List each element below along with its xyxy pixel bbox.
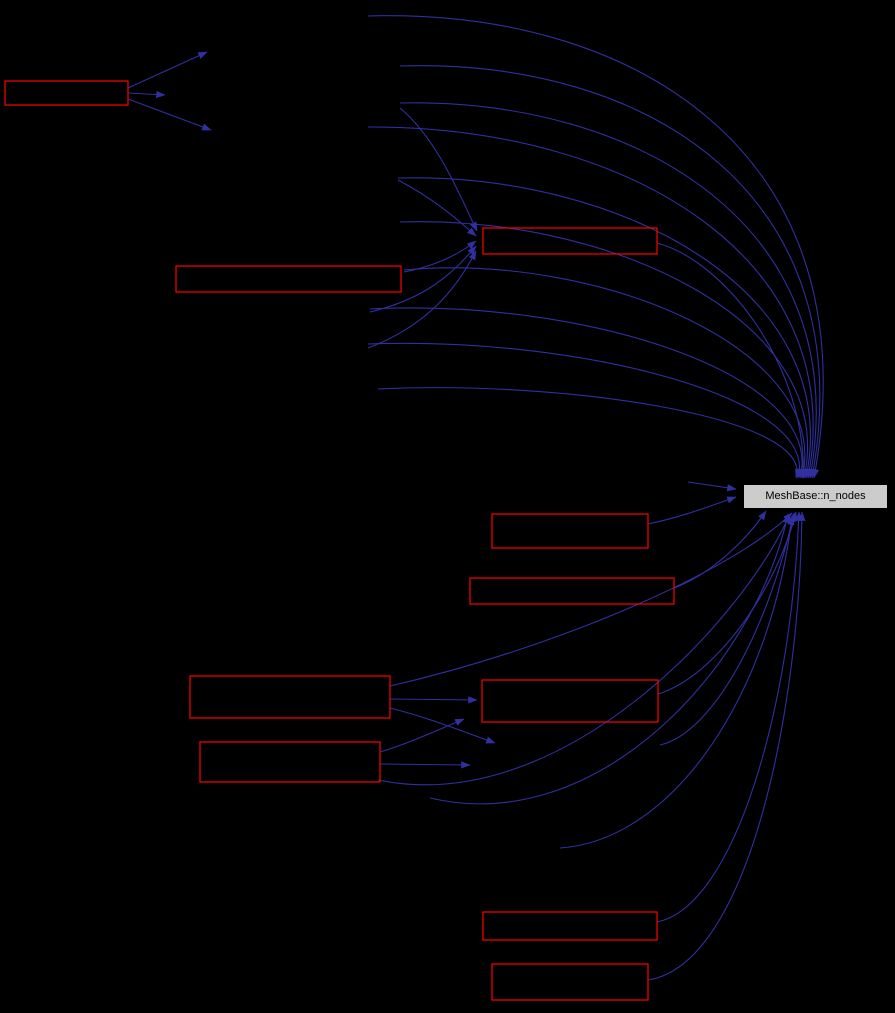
call-edge [403,267,808,479]
call-edge [673,510,767,589]
call-edge [127,90,166,99]
call-edge [399,107,478,232]
node-lower-mid[interactable] [481,679,659,723]
node-center-1[interactable] [491,513,649,549]
call-edge [377,387,803,479]
call-edge [429,513,790,805]
node-bottom-2[interactable] [491,963,649,1001]
node-bottom-1[interactable] [482,911,658,941]
call-edge [659,512,796,746]
focus-node-label: MeshBase::n_nodes [765,490,866,502]
call-edge [399,65,821,479]
call-edge [369,245,477,313]
call-edge [647,496,737,525]
edges-layer [127,15,824,981]
call-edge [397,177,812,479]
call-edge [389,696,478,704]
call-edge [367,250,477,349]
node-lower-left-1[interactable] [189,675,391,719]
call-edge [397,179,477,237]
call-edge [389,512,793,687]
call-edge [647,511,806,981]
call-edge [399,102,817,479]
node-mid-left[interactable] [175,265,402,293]
call-edge [367,342,804,479]
call-edge [379,718,465,753]
call-edge [369,307,806,479]
call-edge [559,515,795,849]
call-edge [389,707,496,744]
node-lower-left-2[interactable] [199,741,381,783]
node-center-top[interactable] [482,227,658,255]
call-edge [656,242,808,479]
call-edge [377,513,791,786]
call-edge [399,221,810,479]
call-edge [367,15,824,479]
focus-node: MeshBase::n_nodes [743,484,888,509]
call-edge [127,51,208,89]
node-center-2[interactable] [469,577,675,605]
call-edge [403,240,477,273]
call-edge [687,481,737,492]
call-edge [127,98,212,131]
call-edge [367,126,814,479]
node-top-left[interactable] [4,80,129,106]
call-edge [379,761,471,769]
call-edge [656,511,803,923]
nodes-layer [4,80,675,1001]
